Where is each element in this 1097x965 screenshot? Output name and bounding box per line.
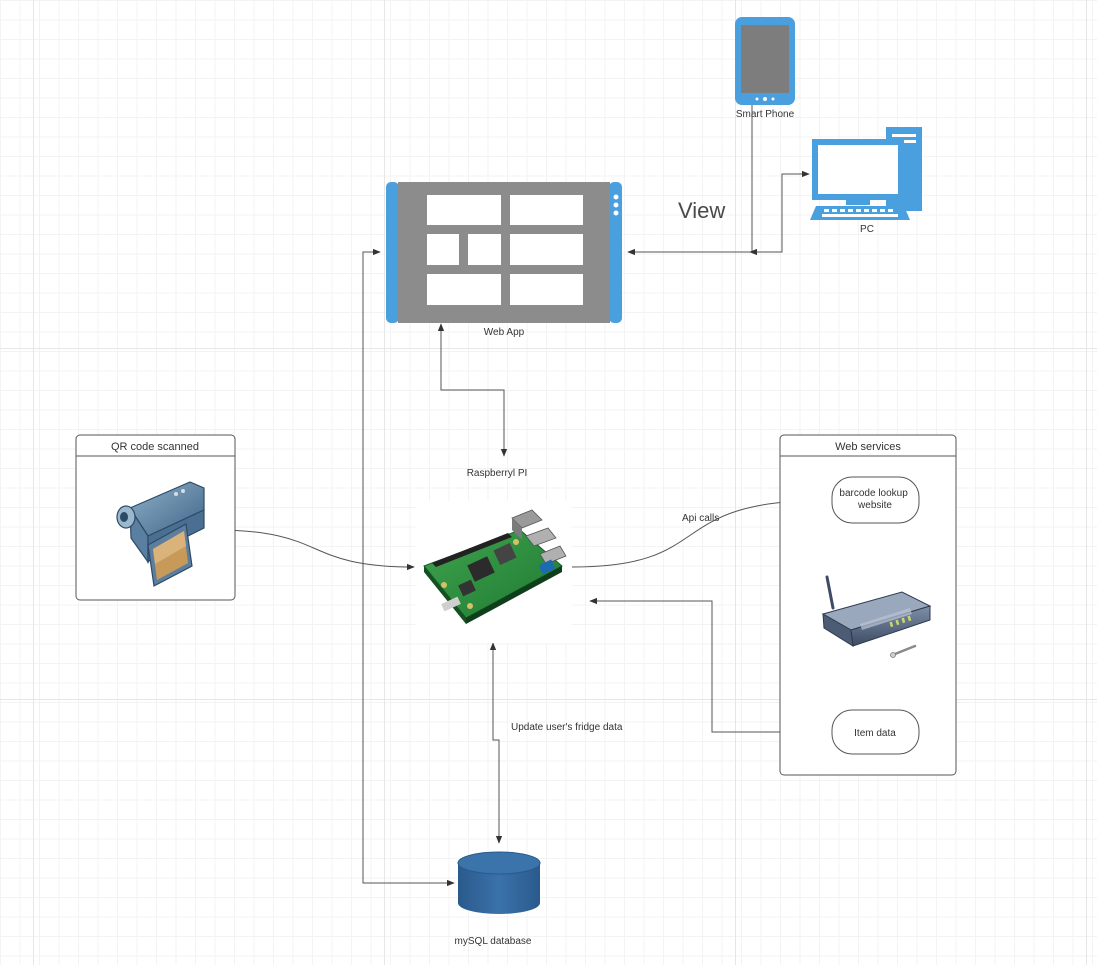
webapp-label: Web App (484, 327, 525, 338)
connectors (213, 105, 880, 887)
pc-label: PC (860, 224, 874, 235)
barcode-lookup-line1: barcode lookup (839, 488, 908, 499)
web-services-group[interactable]: Web services barcode lookup website (779, 434, 957, 776)
desktop-computer-icon (810, 127, 922, 220)
smartphone-icon (735, 17, 795, 105)
barcode-lookup-node[interactable]: barcode lookup website (831, 476, 920, 524)
tablet-webapp-icon (386, 182, 622, 323)
edge-raspberry-barcode[interactable] (571, 496, 831, 568)
qr-group-title: QR code scanned (111, 441, 199, 453)
mysql-label: mySQL database (455, 936, 532, 947)
edge-raspberry-mysql[interactable] (489, 642, 503, 844)
web-services-title: Web services (835, 441, 901, 453)
update-data-label: Update user's fridge data (511, 722, 623, 733)
barcode-lookup-line2: website (857, 500, 892, 511)
webapp-node[interactable]: Web App (386, 182, 622, 338)
edge-itemdata-raspberry[interactable] (589, 597, 832, 733)
api-calls-label: Api calls (682, 513, 719, 524)
edge-webapp-raspberry[interactable] (437, 323, 508, 457)
raspberry-pi-board-icon (416, 501, 572, 643)
wireless-router-icon (821, 575, 932, 658)
smartphone-node[interactable]: Smart Phone (735, 17, 795, 120)
edge-camera-raspberry[interactable] (213, 526, 415, 571)
raspberry-label: Raspberryl PI (467, 468, 528, 479)
database-cylinder-icon (457, 851, 541, 914)
smartphone-label: Smart Phone (736, 109, 795, 120)
edge-smartphone-webapp[interactable] (627, 105, 753, 256)
raspberry-pi-node[interactable]: Raspberryl PI (416, 468, 572, 643)
item-data-label: Item data (854, 728, 896, 739)
qr-scanner-group[interactable]: QR code scanned (75, 434, 236, 601)
barcode-lookup-label: barcode lookup website (839, 488, 910, 511)
video-camera-icon (116, 481, 205, 587)
item-data-node[interactable]: Item data (831, 709, 920, 755)
pc-node[interactable]: PC (810, 127, 922, 235)
edge-pc-webapp[interactable] (749, 170, 810, 256)
mysql-database-node[interactable]: mySQL database (455, 851, 541, 947)
view-label: View (678, 198, 725, 223)
